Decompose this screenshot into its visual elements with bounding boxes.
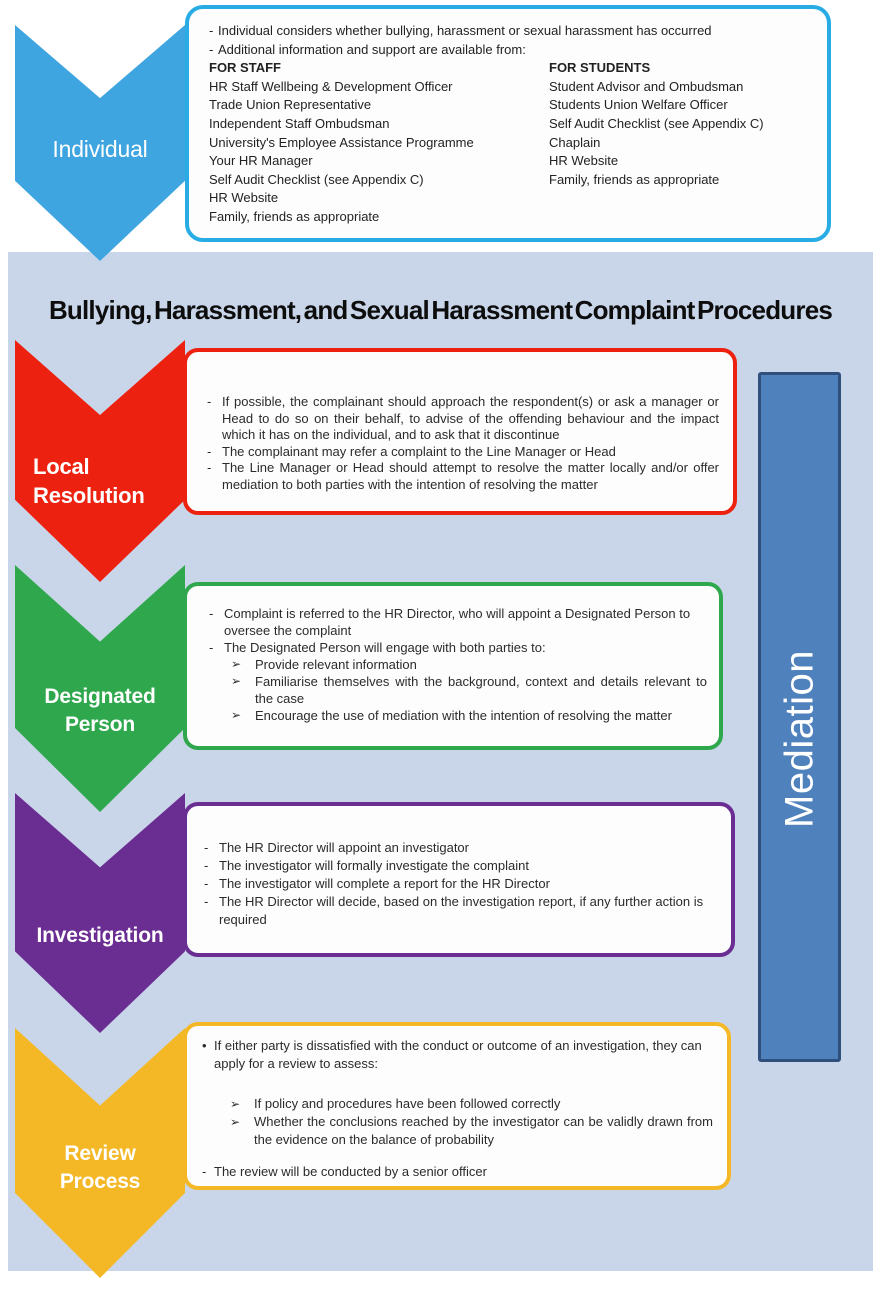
list-item: HR Website (209, 190, 279, 206)
stage-sub-bullet-text: Familiarise themselves with the backgrou… (255, 674, 707, 706)
staff-column-heading: FOR STAFF (209, 60, 281, 76)
dash-bullet-icon: - (207, 394, 212, 409)
list-item: Student Advisor and Ombudsman (549, 78, 744, 94)
stage-bullet: - The review will be conducted by a seni… (202, 1163, 713, 1181)
stage-bullet-text: Complaint is referred to the HR Director… (224, 606, 691, 638)
spacer (202, 1073, 713, 1095)
local-resolution-label: Local Resolution (33, 454, 145, 508)
stage-sub-bullet-text: If policy and procedures have been follo… (254, 1096, 561, 1111)
stage-bullet: - The complainant may refer a complaint … (207, 444, 719, 461)
stage-bullet-text: The Designated Person will engage with b… (224, 640, 546, 655)
stage-bullet-text: The investigator will formally investiga… (219, 858, 529, 873)
local-resolution-box: - If possible, the complainant should ap… (183, 348, 737, 515)
stage-bullet: - The Line Manager or Head should attemp… (207, 460, 719, 493)
stage-bullet: - The HR Director will decide, based on … (204, 893, 717, 929)
stage-sub-bullet: ➢ Whether the conclusions reached by the… (230, 1113, 713, 1149)
designated-person-box: - Complaint is referred to the HR Direct… (183, 582, 723, 750)
investigation-label: Investigation (36, 924, 164, 947)
dash-bullet-icon: - (209, 41, 214, 57)
dash-bullet-icon: - (209, 606, 214, 621)
dash-bullet-icon: - (209, 640, 214, 655)
mediation-label: Mediation (777, 650, 821, 828)
stage-bullet-text: If either party is dissatisfied with the… (214, 1038, 702, 1071)
students-column-heading: FOR STUDENTS (549, 60, 651, 76)
arrowhead-bullet-icon: ➢ (231, 657, 242, 671)
list-item: Your HR Manager (209, 153, 313, 169)
info-bullet: - Individual considers whether bullying,… (209, 22, 817, 41)
stage-bullet: - If possible, the complainant should ap… (207, 394, 719, 444)
stage-sub-bullet: ➢ If policy and procedures have been fol… (230, 1095, 713, 1113)
arrowhead-bullet-icon: ➢ (230, 1097, 241, 1111)
stage-sub-bullet: ➢ Familiarise themselves with the backgr… (231, 673, 707, 707)
stage-bullet-text: The complainant may refer a complaint to… (222, 443, 616, 459)
stage-bullet-text: The HR Director will appoint an investig… (219, 840, 469, 855)
list-item: University's Employee Assistance Program… (209, 134, 474, 150)
list-item: Independent Staff Ombudsman (209, 115, 390, 131)
list-item: Family, friends as appropriate (209, 208, 380, 224)
support-columns: FOR STAFF HR Staff Wellbeing & Developme… (209, 59, 817, 226)
designated-person-label: Designated Person (44, 685, 156, 736)
list-item: Students Union Welfare Officer (549, 97, 728, 113)
stage-bullet: - The investigator will formally investi… (204, 857, 717, 875)
stage-bullet: - The investigator will complete a repor… (204, 875, 717, 893)
arrowhead-bullet-icon: ➢ (230, 1115, 241, 1129)
mediation-bar: Mediation (758, 372, 841, 1062)
arrowhead-bullet-icon: ➢ (231, 674, 242, 688)
list-item: Chaplain (549, 134, 601, 150)
dash-bullet-icon: - (209, 23, 214, 38)
info-bullet: - Additional information and support are… (209, 41, 817, 60)
review-process-box: • If either party is dissatisfied with t… (183, 1022, 731, 1190)
stage-bullet: - The HR Director will appoint an invest… (204, 839, 717, 857)
review-process-label: Review Process (59, 1142, 141, 1193)
dash-bullet-icon: - (207, 460, 212, 475)
list-item: HR Staff Wellbeing & Development Officer (209, 78, 453, 94)
individual-stage-label: Individual (52, 136, 148, 162)
info-bullet-text: Individual considers whether bullying, h… (218, 23, 712, 38)
staff-support-column: FOR STAFF HR Staff Wellbeing & Developme… (209, 59, 549, 226)
individual-info-box: - Individual considers whether bullying,… (185, 5, 831, 242)
list-item: Self Audit Checklist (see Appendix C) (549, 115, 764, 131)
dash-bullet-icon: - (204, 858, 209, 873)
stage-sub-bullet-text: Provide relevant information (255, 657, 417, 672)
info-bullet-text: Additional information and support are a… (218, 41, 526, 57)
dash-bullet-icon: - (202, 1164, 207, 1179)
stage-bullet: - Complaint is referred to the HR Direct… (209, 605, 707, 639)
individual-stage-chevron-arrow: Individual (15, 25, 185, 261)
stage-sub-bullet-text: Encourage the use of mediation with the … (255, 708, 672, 723)
spacer (202, 1149, 713, 1163)
list-item: Trade Union Representative (209, 97, 372, 113)
dash-bullet-icon: - (207, 443, 212, 459)
stage-bullet-text: The review will be conducted by a senior… (214, 1164, 487, 1179)
dash-bullet-icon: - (204, 894, 209, 909)
stage-bullet-text: The investigator will complete a report … (219, 876, 550, 891)
stage-bullet-text: The HR Director will decide, based on th… (219, 894, 704, 927)
students-support-column: FOR STUDENTS Student Advisor and Ombudsm… (549, 59, 817, 226)
list-item: Family, friends as appropriate (549, 171, 720, 187)
list-item: HR Website (549, 153, 619, 169)
stage-bullet-text: The Line Manager or Head should attempt … (222, 460, 719, 492)
stage-sub-bullet-text: Whether the conclusions reached by the i… (254, 1114, 713, 1147)
dash-bullet-icon: - (204, 876, 209, 891)
stage-bullet: • If either party is dissatisfied with t… (202, 1037, 713, 1073)
dot-bullet-icon: • (202, 1038, 207, 1053)
dash-bullet-icon: - (204, 840, 209, 855)
stage-bullet-text: If possible, the complainant should appr… (222, 394, 719, 442)
page-title: Bullying, Harassment, and Sexual Harassm… (48, 295, 833, 325)
arrowhead-bullet-icon: ➢ (231, 708, 242, 722)
stage-bullet: - The Designated Person will engage with… (209, 639, 707, 656)
list-item: Self Audit Checklist (see Appendix C) (209, 171, 424, 187)
stage-sub-bullet: ➢ Encourage the use of mediation with th… (231, 707, 707, 724)
investigation-box: - The HR Director will appoint an invest… (183, 802, 735, 957)
stage-sub-bullet: ➢ Provide relevant information (231, 656, 707, 673)
